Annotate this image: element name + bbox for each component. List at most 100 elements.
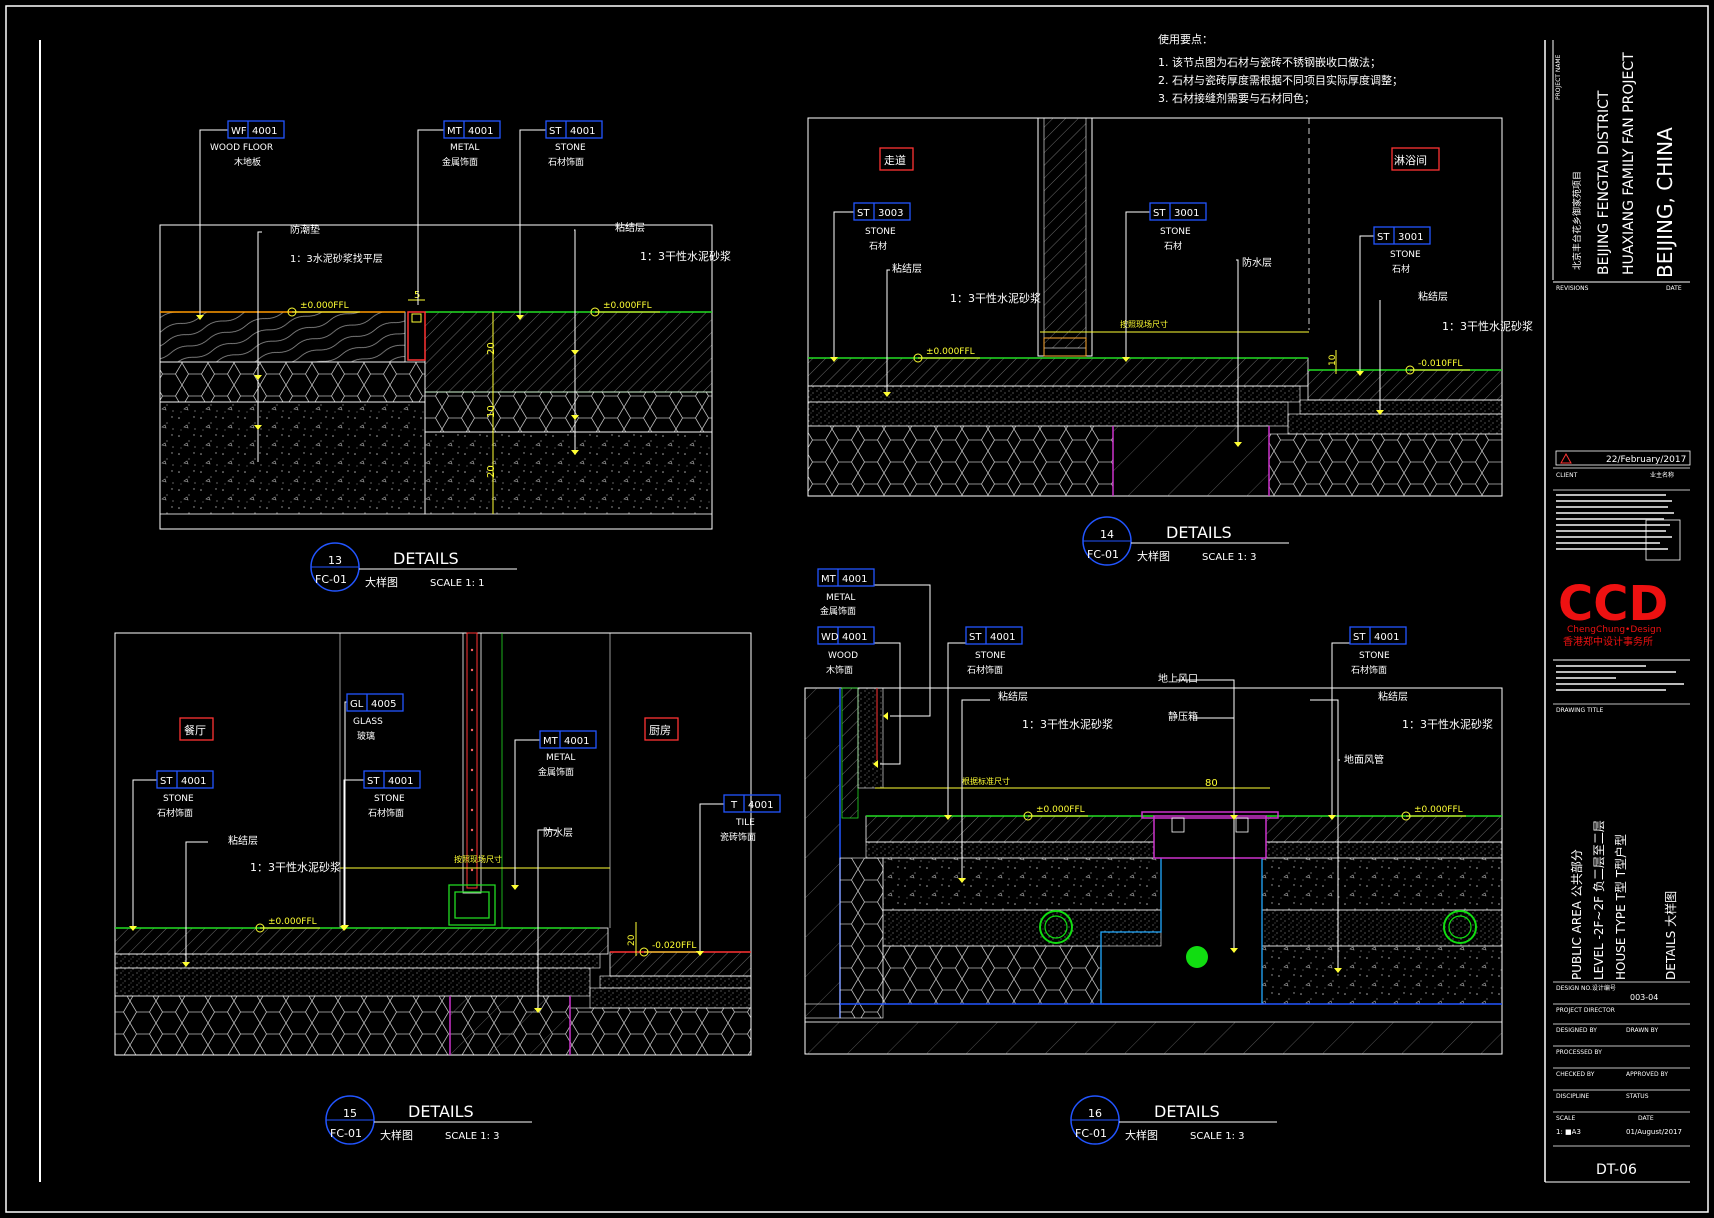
svg-text:地上风口: 地上风口 [1158,672,1198,685]
svg-text:3001: 3001 [1174,208,1199,219]
svg-text:4001: 4001 [388,776,413,787]
svg-text:10: 10 [486,405,497,418]
svg-text:木地板: 木地板 [234,156,261,168]
svg-text:LEVEL -2F~2F 负二层至二层: LEVEL -2F~2F 负二层至二层 [1592,820,1606,980]
svg-text:DATE: DATE [1638,1115,1654,1122]
svg-text:根据标准尺寸: 根据标准尺寸 [962,776,1010,786]
svg-text:HUAXIANG FAMILY FAN PROJECT: HUAXIANG FAMILY FAN PROJECT [1621,52,1637,275]
svg-text:石材饰面: 石材饰面 [157,807,193,819]
svg-text:GLASS: GLASS [353,717,383,727]
svg-text:粘结层: 粘结层 [998,690,1028,703]
svg-text:防水层: 防水层 [1242,256,1272,269]
svg-text:大样图: 大样图 [1125,1128,1158,1142]
svg-text:DRAWN BY: DRAWN BY [1626,1027,1658,1034]
svg-text:4001: 4001 [990,632,1015,643]
svg-text:香港郑中设计事务所: 香港郑中设计事务所 [1563,635,1653,648]
svg-text:DETAILS: DETAILS [393,549,459,568]
svg-text:走道: 走道 [884,153,906,167]
svg-text:ST: ST [969,632,982,643]
svg-text:DISCIPLINE: DISCIPLINE [1556,1093,1589,1100]
svg-text:STONE: STONE [1359,651,1390,661]
svg-text:SCALE 1: 1: SCALE 1: 1 [430,578,485,589]
svg-text:大样图: 大样图 [380,1128,413,1142]
svg-text:DRAWING TITLE: DRAWING TITLE [1556,707,1604,714]
svg-text:STONE: STONE [865,227,896,237]
svg-text:金属饰面: 金属饰面 [442,156,478,168]
svg-text:金属饰面: 金属饰面 [538,766,574,778]
sheet-number: DT-06 [1596,1162,1637,1178]
svg-text:防潮垫: 防潮垫 [290,223,320,236]
svg-text:石材饰面: 石材饰面 [967,664,1003,676]
detail-15: 按照现场尺寸 20 ±0.000FFL -0.020FFL 餐厅 厨房 [114,632,781,1145]
svg-text:ST: ST [549,126,562,137]
svg-text:FC-01: FC-01 [330,1127,362,1140]
svg-text:按照现场尺寸: 按照现场尺寸 [454,854,502,864]
svg-text:±0.000FFL: ±0.000FFL [1036,805,1085,815]
svg-text:静压箱: 静压箱 [1168,710,1198,723]
svg-text:GL: GL [350,699,364,710]
svg-text:WOOD: WOOD [828,651,858,661]
svg-text:01/August/2017: 01/August/2017 [1626,1128,1682,1136]
svg-text:北京丰台花乡御家苑项目: 北京丰台花乡御家苑项目 [1571,171,1583,270]
svg-text:粘结层: 粘结层 [228,834,258,847]
svg-text:粘结层: 粘结层 [1418,290,1448,303]
svg-text:DETAILS: DETAILS [1166,523,1232,542]
svg-text:1：3干性水泥砂浆: 1：3干性水泥砂浆 [1402,717,1493,731]
svg-text:DATE: DATE [1666,285,1682,292]
svg-text:20: 20 [486,465,497,478]
svg-text:4001: 4001 [842,632,867,643]
svg-text:4001: 4001 [748,800,773,811]
svg-text:ST: ST [857,208,870,219]
svg-text:地面风管: 地面风管 [1344,753,1384,766]
svg-text:玻璃: 玻璃 [357,730,375,742]
svg-text:METAL: METAL [450,143,479,153]
svg-text:10: 10 [1328,354,1338,366]
svg-text:ST: ST [1377,232,1390,243]
svg-text:REVISIONS: REVISIONS [1556,285,1589,292]
svg-text:STONE: STONE [1390,250,1421,260]
svg-text:4001: 4001 [564,736,589,747]
svg-text:15: 15 [343,1107,357,1120]
svg-text:石材饰面: 石材饰面 [1351,664,1387,676]
svg-text:4001: 4001 [1374,632,1399,643]
svg-text:木饰面: 木饰面 [826,664,853,676]
svg-text:±0.000FFL: ±0.000FFL [1414,805,1463,815]
svg-text:DETAILS: DETAILS [1154,1102,1220,1121]
svg-text:STONE: STONE [975,651,1006,661]
svg-text:STONE: STONE [1160,227,1191,237]
svg-text:石材: 石材 [869,240,887,252]
detail-14: 按照现场尺寸 10 ±0.000FFL -0.010FFL 走道 淋浴间 [807,117,1533,566]
svg-text:STONE: STONE [163,794,194,804]
svg-text:1：3干性水泥砂浆: 1：3干性水泥砂浆 [1022,717,1113,731]
svg-text:HOUSE TYPE T型 T型户型: HOUSE TYPE T型 T型户型 [1613,834,1628,980]
svg-text:APPROVED BY: APPROVED BY [1626,1071,1668,1078]
svg-text:DETAILS: DETAILS [408,1102,474,1121]
svg-text:WD: WD [821,632,839,643]
svg-text:厨房: 厨房 [649,724,671,737]
svg-text:SCALE 1: 3: SCALE 1: 3 [1190,1131,1245,1142]
svg-text:4005: 4005 [371,699,396,710]
svg-text:STONE: STONE [555,143,586,153]
svg-text:业主名称: 业主名称 [1650,471,1674,479]
svg-text:粘结层: 粘结层 [892,262,922,275]
svg-text:使用要点：: 使用要点： [1158,33,1213,46]
svg-text:ST: ST [1353,632,1366,643]
svg-text:DESIGNED BY: DESIGNED BY [1556,1027,1597,1034]
svg-text:1：3干性水泥砂浆: 1：3干性水泥砂浆 [640,249,731,263]
svg-text:SCALE: SCALE [1556,1115,1575,1122]
svg-text:PUBLIC AREA 公共部分: PUBLIC AREA 公共部分 [1569,849,1584,980]
svg-text:WOOD FLOOR: WOOD FLOOR [210,143,273,153]
svg-text:大样图: 大样图 [365,575,398,589]
svg-text:ST: ST [160,776,173,787]
svg-text:METAL: METAL [826,593,855,603]
sheet-outer-frame [5,5,1709,1213]
svg-text:±0.000FFL: ±0.000FFL [926,347,975,357]
svg-text:20: 20 [627,934,637,946]
svg-text:5: 5 [414,290,420,301]
svg-text:3003: 3003 [878,208,903,219]
svg-text:DESIGN NO.设计编号: DESIGN NO.设计编号 [1556,984,1616,992]
usage-notes: 使用要点： 1. 该节点图为石材与瓷砖不锈钢嵌收口做法； 2. 石材与瓷砖厚度需… [1158,33,1403,105]
svg-text:ST: ST [1153,208,1166,219]
svg-text:大样图: 大样图 [1137,549,1170,563]
ccd-logo: CCD [1558,576,1668,632]
